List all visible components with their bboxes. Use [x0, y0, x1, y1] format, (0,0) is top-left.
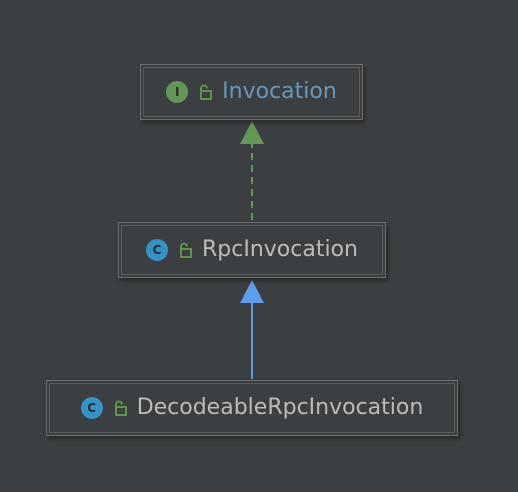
node-rpcinvocation-inner: C RpcInvocation	[121, 225, 383, 275]
node-rpcinvocation[interactable]: C RpcInvocation	[118, 222, 386, 278]
extends-arrowhead	[240, 280, 264, 303]
node-invocation-label: Invocation	[222, 79, 337, 104]
node-invocation[interactable]: I Invocation	[140, 64, 363, 120]
node-decodeablerpcinvocation-inner: C DecodeableRpcInvocation	[49, 383, 455, 433]
unlocked-padlock-icon	[114, 400, 127, 416]
node-decodeablerpcinvocation-label: DecodeableRpcInvocation	[136, 395, 424, 420]
node-rpcinvocation-label: RpcInvocation	[202, 237, 358, 262]
unlocked-padlock-icon	[180, 242, 192, 258]
node-decodeablerpcinvocation[interactable]: C DecodeableRpcInvocation	[46, 380, 458, 436]
interface-badge-icon: I	[166, 81, 189, 103]
node-invocation-inner: I Invocation	[143, 67, 360, 117]
class-badge-icon: C	[80, 397, 103, 419]
implements-arrowhead	[240, 121, 264, 144]
unlocked-padlock-icon	[200, 84, 213, 100]
class-badge-icon: C	[146, 239, 168, 261]
